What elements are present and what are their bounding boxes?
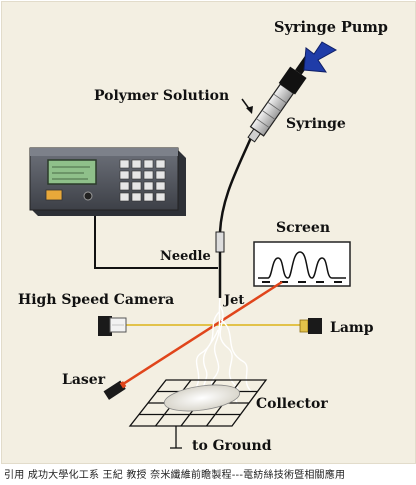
- laser-beam: [119, 280, 283, 388]
- syringe: [247, 55, 312, 143]
- label-syringe-pump: Syringe Pump: [274, 19, 388, 36]
- label-needle: Needle: [160, 249, 211, 264]
- label-high-speed-camera: High Speed Camera: [18, 292, 174, 308]
- label-jet: Jet: [223, 293, 244, 308]
- label-to-ground: to Ground: [192, 438, 272, 454]
- syringe-pump-arrow: [303, 41, 338, 73]
- power-switch: [45, 189, 63, 201]
- screen: [253, 241, 351, 287]
- label-lamp: Lamp: [330, 320, 374, 336]
- needle: [215, 231, 225, 298]
- label-screen: Screen: [276, 220, 330, 236]
- diagram-canvas: Syringe Pump Polymer Solution Syringe Sc…: [18, 19, 388, 454]
- label-laser: Laser: [62, 372, 106, 388]
- polymer-tube: [218, 132, 255, 233]
- label-polymer-solution: Polymer Solution: [94, 88, 229, 104]
- label-collector: Collector: [256, 396, 328, 412]
- high-voltage-power-supply: [29, 147, 186, 216]
- fiber-mat: [163, 384, 241, 412]
- high-speed-camera: [98, 316, 127, 336]
- high-voltage-wire: [94, 216, 218, 269]
- source-caption: 引用 成功大學化工系 王紀 教授 奈米纖維前瞻製程---電紡絲技術暨相關應用: [4, 470, 346, 481]
- laser-emitter: [103, 380, 127, 400]
- lamp: [299, 318, 322, 334]
- lcd-display: [47, 159, 97, 185]
- keypad: [119, 159, 166, 202]
- label-syringe: Syringe: [286, 116, 346, 132]
